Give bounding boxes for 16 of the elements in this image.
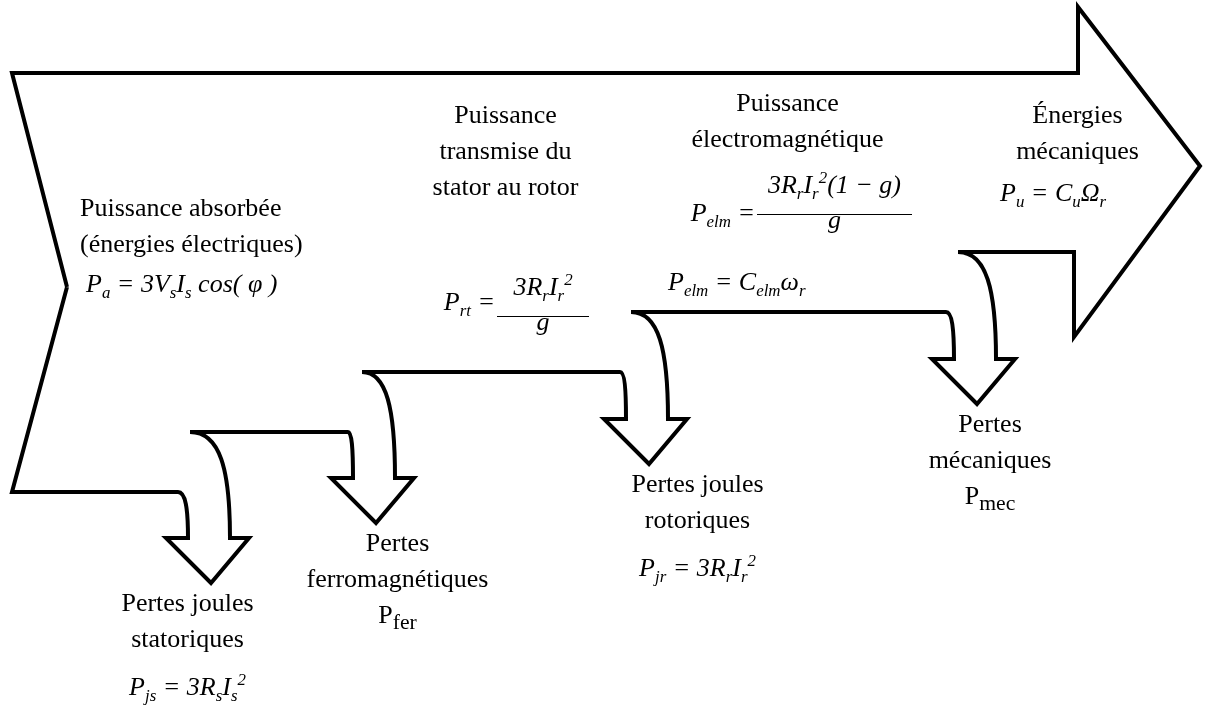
stage-label: Puissance transmise du stator au rotor [431,99,580,203]
loss-label: Pertes joules statoriques [120,587,255,655]
loss-label: Pertes ferromagnétiques [305,527,490,595]
stage-label: Énergies mécaniques [1015,99,1140,167]
loss-symbol: P$_{fer}$ [377,599,418,637]
loss-symbol: P$_{mec}$ [963,480,1017,518]
stage-label: Puissance absorbée (énergies électriques) [80,192,304,260]
fraction-numerator: 3R$_{r}$I$_{r}$$^{2}$(1 − g) [757,160,912,215]
formula: P$_{a}$ = 3V$_{s}$I$_{s}$ cos( φ ) [86,268,279,305]
formula: P$_{elm}$ = [689,197,755,234]
formula: P$_{rt}$ = [442,286,495,323]
formula: P$_{u}$ = C$_{u}$Ω$_{r}$ [1000,177,1108,214]
loss-label: Pertes mécaniques [927,408,1053,476]
formula: P$_{elm}$ = C$_{elm}$ω$_{r}$ [668,266,807,303]
loss-label: Pertes joules rotoriques [630,468,765,536]
stage-label: Puissance électromagnétique [690,87,885,155]
